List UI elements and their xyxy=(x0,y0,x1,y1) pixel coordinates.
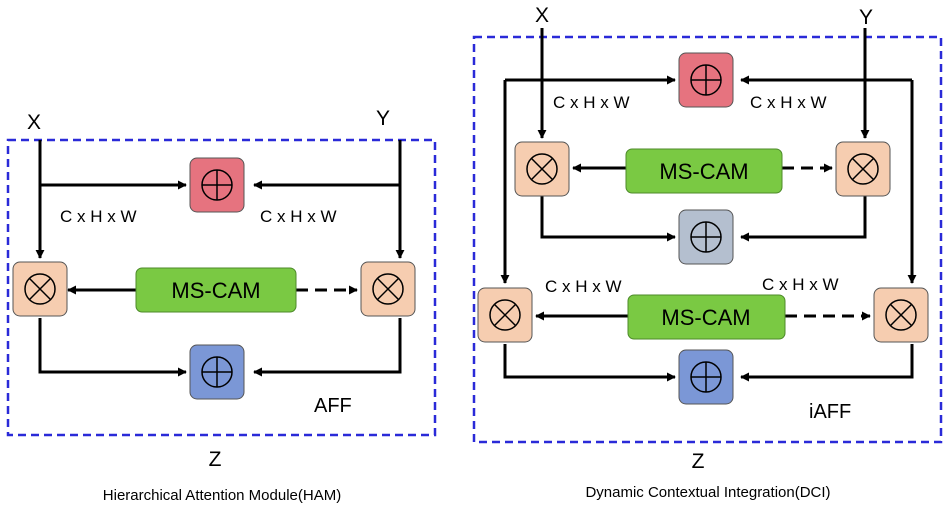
right-output-z-label: Z xyxy=(692,450,705,473)
right-mul-bottom-right-node xyxy=(873,287,929,343)
left-dim-left-label: C x H x W xyxy=(60,207,137,226)
right-input-x-label: X xyxy=(535,4,549,27)
right-edge-mul3-to-out xyxy=(503,344,676,382)
right-add-mid-node xyxy=(678,209,734,265)
left-mul-right-node xyxy=(360,261,416,317)
left-module: MS-CAM X Y C x H x W C x H x W AFF Z Hie… xyxy=(6,107,437,504)
right-input-y-label: Y xyxy=(859,6,873,29)
right-edges xyxy=(500,28,917,382)
right-edge-mul2-to-mid-add xyxy=(740,196,867,242)
left-ms-cam-label: MS-CAM xyxy=(171,278,260,303)
left-dim-right-label: C x H x W xyxy=(260,207,337,226)
left-output-z-label: Z xyxy=(209,448,222,471)
right-add-bottom-node xyxy=(678,349,734,405)
left-edge-mul-right-to-out xyxy=(253,318,402,377)
right-mul-top-left-node xyxy=(514,141,570,197)
right-dim-mid-right-label: C x H x W xyxy=(762,275,839,294)
right-dim-top-right-label: C x H x W xyxy=(750,93,827,112)
left-edge-mul-to-out xyxy=(38,318,187,377)
right-edge-mul1-to-mid-add xyxy=(540,196,676,242)
right-dim-top-left-label: C x H x W xyxy=(553,93,630,112)
left-add-top-node xyxy=(189,157,245,213)
right-module: MS-CAM MS-CAM xyxy=(472,4,943,501)
left-caption: Hierarchical Attention Module(HAM) xyxy=(103,487,341,504)
right-mul-top-right-node xyxy=(835,141,891,197)
right-mul-bottom-left-node xyxy=(477,287,533,343)
left-dashed-border xyxy=(6,138,437,437)
left-edges xyxy=(35,140,405,377)
left-mul-left-node xyxy=(12,261,68,317)
right-dim-mid-left-label: C x H x W xyxy=(545,277,622,296)
right-edge-mul4-to-out xyxy=(740,344,914,382)
right-ms-cam-top-block: MS-CAM xyxy=(625,148,783,194)
right-module-tag: iAFF xyxy=(809,401,851,423)
left-input-x-label: X xyxy=(27,111,41,134)
right-caption: Dynamic Contextual Integration(DCI) xyxy=(585,484,830,501)
right-ms-cam-bottom-block: MS-CAM xyxy=(627,294,786,340)
left-input-y-label: Y xyxy=(376,107,390,130)
left-module-tag: AFF xyxy=(314,395,352,417)
right-ms-cam-bottom-label: MS-CAM xyxy=(661,305,750,330)
left-add-bottom-node xyxy=(189,344,245,400)
right-ms-cam-top-label: MS-CAM xyxy=(659,159,748,184)
right-add-top-node xyxy=(678,52,734,108)
right-dashed-border xyxy=(472,35,943,444)
left-ms-cam-block: MS-CAM xyxy=(135,267,297,313)
